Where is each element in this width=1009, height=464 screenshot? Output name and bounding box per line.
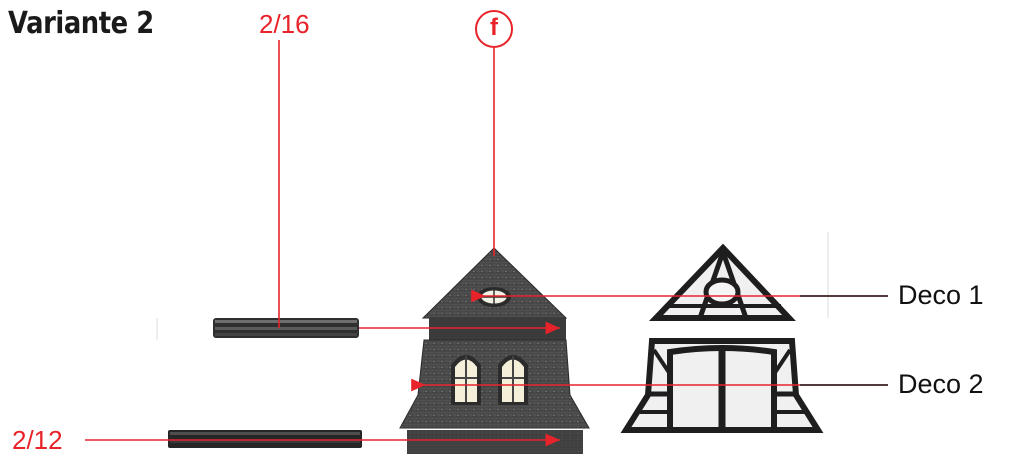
dormer-gable [423, 248, 566, 318]
label-deco2: Deco 2 [898, 369, 984, 400]
dormer-body [400, 340, 589, 428]
label-2-16: 2/16 [259, 9, 310, 40]
rail-upper-piece [213, 318, 359, 338]
label-deco1: Deco 1 [898, 280, 984, 311]
label-2-12: 2/12 [12, 425, 63, 456]
deco1-timber-gable [656, 248, 789, 318]
rail-lower-piece [168, 430, 362, 448]
dormer-band [429, 318, 566, 340]
variant-title: Variante 2 [8, 6, 154, 41]
marker-f: f [475, 10, 513, 48]
